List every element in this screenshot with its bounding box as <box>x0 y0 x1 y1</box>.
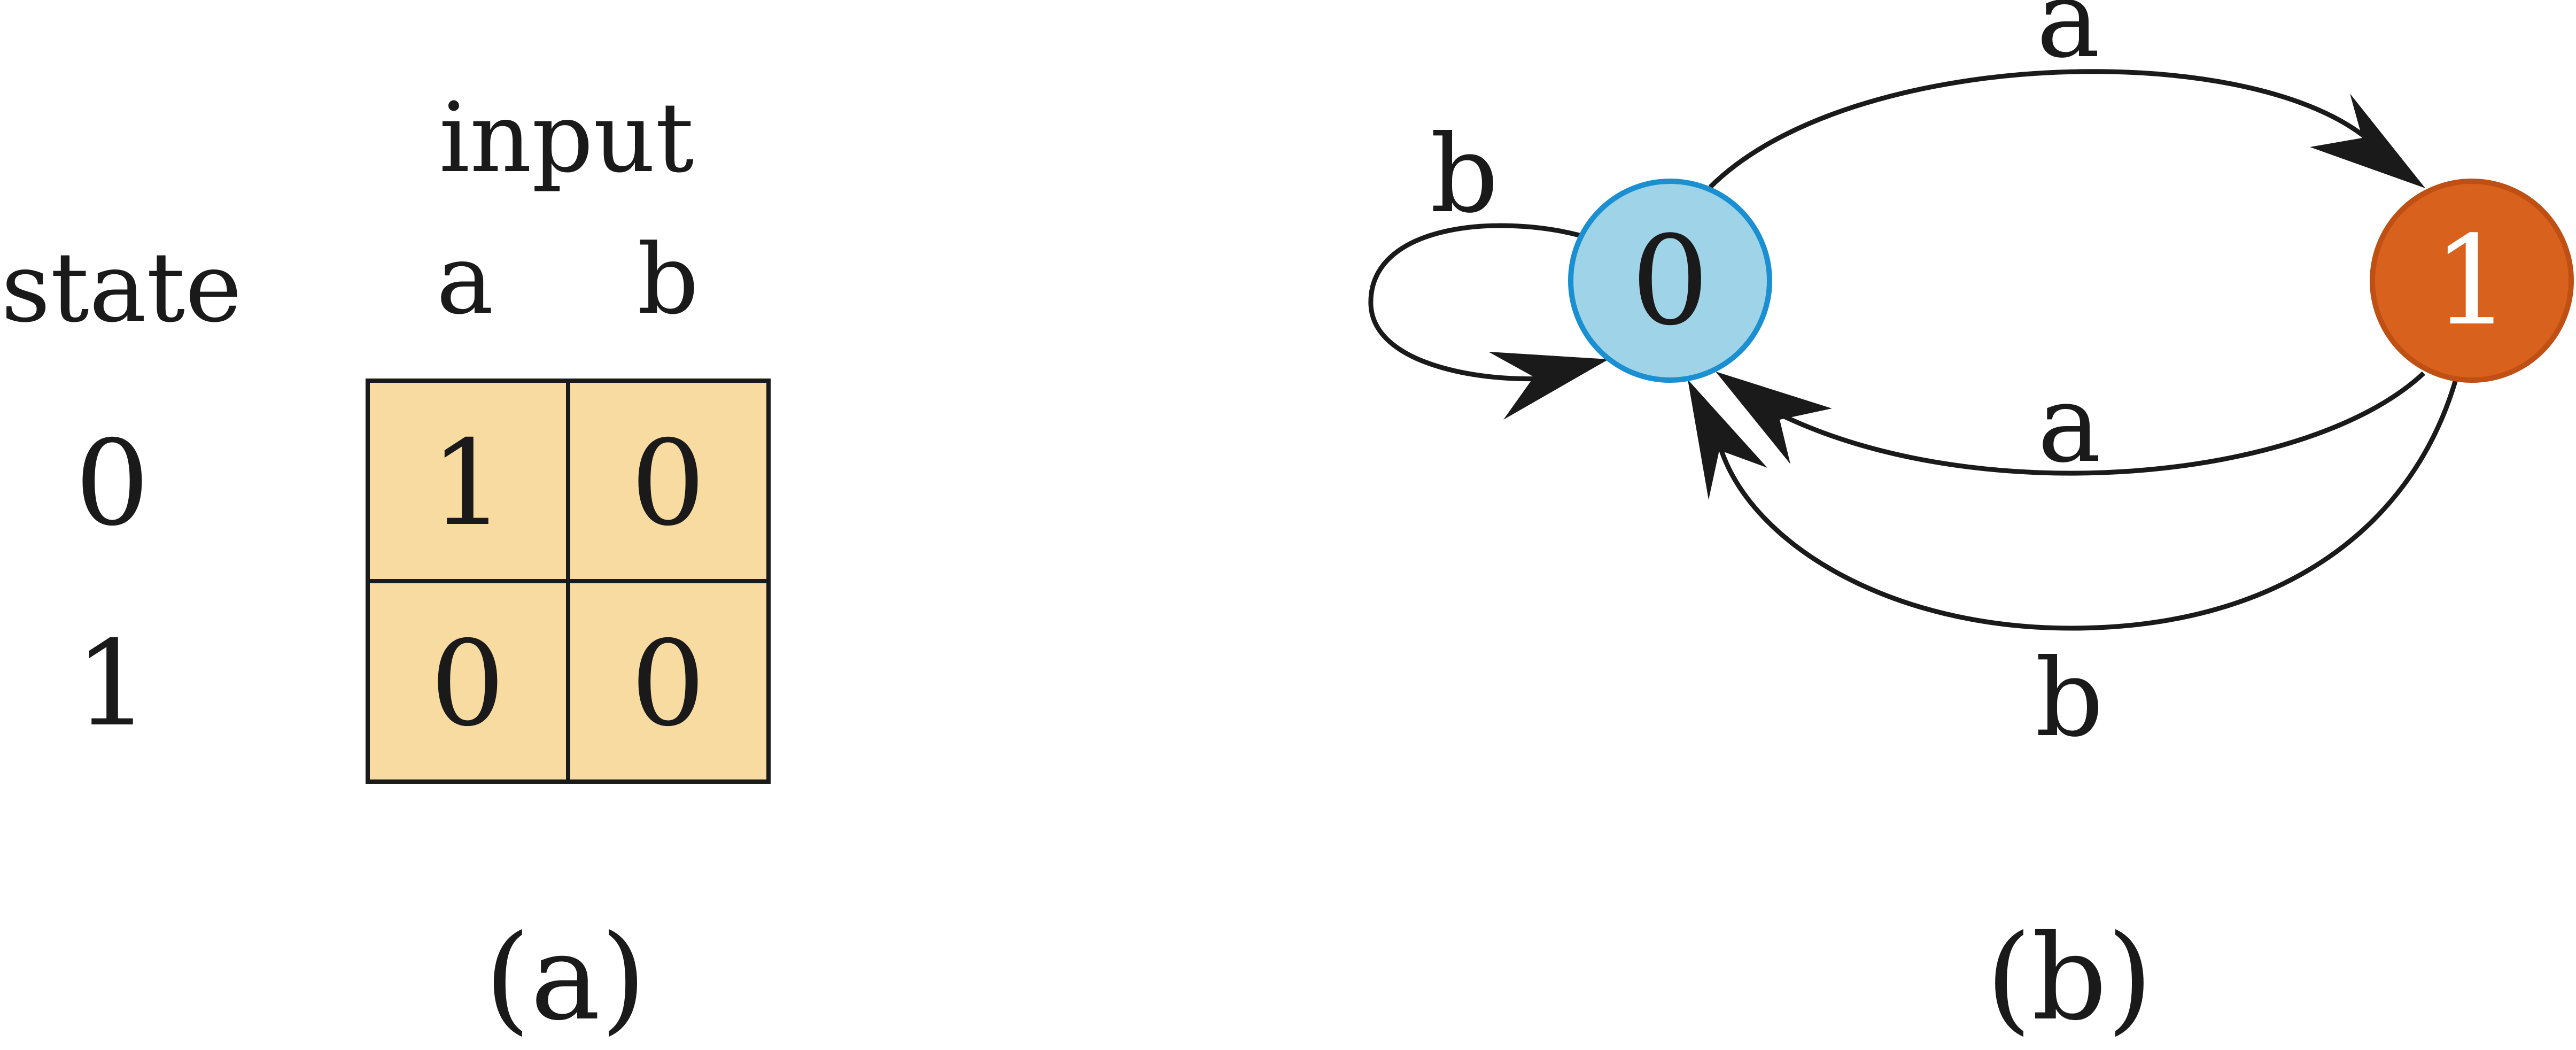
edge-1-to-0-a: a <box>1716 362 2426 487</box>
state-1-label: 1 <box>2433 210 2511 353</box>
state-diagram: b a a b 0 1 (b) <box>1368 0 2574 1046</box>
edge-label-middle-a: a <box>2037 362 2101 487</box>
state-0-label: 0 <box>1631 210 1709 353</box>
caption-b: (b) <box>1986 909 2153 1046</box>
table-cell-1-b <box>566 579 771 784</box>
state-node-1: 1 <box>2370 179 2574 383</box>
column-header-b: b <box>637 224 699 336</box>
edge-0-to-0-b: b <box>1368 112 1609 420</box>
input-header: input <box>439 82 694 194</box>
table-value-0-b: 0 <box>631 415 705 552</box>
arrowhead-top-arc <box>2310 94 2425 188</box>
row-label-state-1: 1 <box>75 615 150 752</box>
top-arc-curve <box>1708 69 2369 189</box>
table-value-0-a: 1 <box>430 415 505 552</box>
state-1-circle <box>2370 179 2574 383</box>
edge-0-to-1-a: a <box>1708 0 2425 189</box>
transition-table: input state a b 0 1 1 0 0 0 (a) <box>1 82 771 1046</box>
state-0-circle <box>1568 179 1772 383</box>
column-header-a: a <box>436 224 493 336</box>
row-label-state-0: 0 <box>75 415 150 552</box>
table-value-1-a: 0 <box>430 615 505 752</box>
arrowhead-middle-arc <box>1716 372 1832 464</box>
arrowhead-bottom-arc <box>1688 380 1767 500</box>
edge-1-to-0-b: b <box>1688 379 2458 761</box>
edge-label-bottom-b: b <box>2035 636 2104 761</box>
state-header: state <box>1 232 242 344</box>
caption-a: (a) <box>485 909 647 1046</box>
edge-label-top-a: a <box>2036 0 2100 82</box>
state-node-0: 0 <box>1568 179 1772 383</box>
table-cell-0-a <box>366 379 570 583</box>
middle-arc-curve <box>1773 371 2426 476</box>
edge-label-self-loop-b: b <box>1430 112 1499 237</box>
arrowhead-self-loop <box>1488 352 1609 420</box>
table-cell-1-a <box>366 579 570 784</box>
self-loop-curve <box>1368 223 1580 382</box>
table-value-1-b: 0 <box>631 615 705 752</box>
table-cell-0-b <box>566 379 771 583</box>
bottom-arc-curve <box>1718 379 2458 631</box>
